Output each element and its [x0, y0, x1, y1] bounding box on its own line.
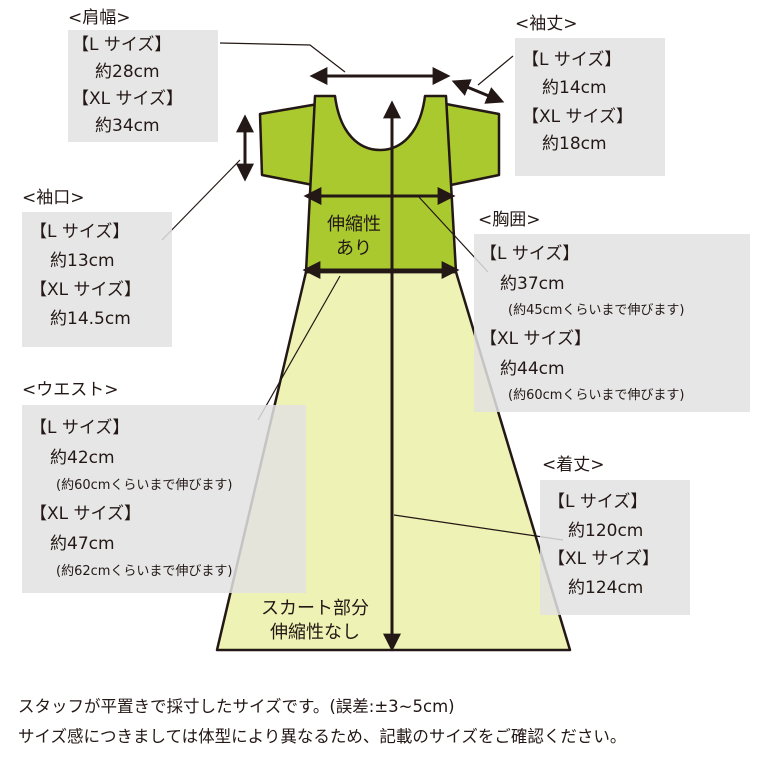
sleeve-length-xl-value: 約18cm — [542, 134, 607, 154]
total-length-l-value: 約120cm — [568, 521, 644, 541]
shoulder-xl-size: 【XL サイズ】 — [72, 89, 184, 109]
cuff-xl-value: 約14.5cm — [50, 309, 131, 329]
cuff-l-size: 【L サイズ】 — [30, 222, 130, 242]
waist-xl-note: (約62cmくらいまで伸びます) — [56, 564, 233, 579]
left-sleeve — [258, 102, 320, 188]
shoulder-title: <肩幅> — [68, 8, 131, 28]
sleeve-length-l-value: 約14cm — [542, 78, 607, 98]
sleeve-length-arrow — [451, 79, 505, 104]
waist-l-size: 【L サイズ】 — [30, 418, 130, 438]
bust-title: <胸囲> — [478, 210, 541, 230]
bodice-stretch-label-line1: 伸縮性 — [327, 214, 381, 235]
skirt-label-line1: スカート部分 — [261, 598, 369, 619]
bodice-stretch-label-line2: あり — [336, 238, 372, 259]
sleeve-leader — [477, 55, 514, 86]
total-length-box — [540, 480, 690, 615]
shoulder-l-value: 約28cm — [95, 62, 160, 82]
bust-l-note: (約45cmくらいまで伸びます) — [508, 303, 685, 318]
skirt-label-line2: 伸縮性なし — [270, 622, 360, 643]
sleeve-length-title: <袖丈> — [515, 14, 578, 34]
waist-l-value: 約42cm — [50, 448, 115, 468]
footnote-line2: サイズ感につきましては体型により異なるため、記載のサイズをご確認ください。 — [18, 727, 627, 746]
sleeve-length-box — [515, 38, 665, 176]
cuff-l-value: 約13cm — [50, 251, 115, 271]
waist-xl-value: 約47cm — [50, 534, 115, 554]
sleeve-length-xl-size: 【XL サイズ】 — [522, 107, 634, 127]
right-sleeve — [444, 102, 501, 188]
bust-l-size: 【L サイズ】 — [480, 244, 580, 264]
cuff-xl-size: 【XL サイズ】 — [30, 280, 142, 300]
cuff-box — [22, 212, 172, 347]
total-length-xl-size: 【XL サイズ】 — [548, 549, 660, 569]
bust-xl-note: (約60cmくらいまで伸びます) — [508, 388, 685, 403]
cuff-title: <袖口> — [22, 188, 85, 208]
bust-l-value: 約37cm — [500, 274, 565, 294]
total-length-title: <着丈> — [542, 455, 605, 475]
length-leader — [393, 514, 564, 541]
waist-box — [22, 405, 306, 593]
bust-xl-size: 【XL サイズ】 — [480, 329, 592, 349]
shoulder-box — [68, 30, 218, 142]
total-length-xl-value: 約124cm — [568, 578, 644, 598]
shoulder-leader — [219, 42, 346, 73]
waist-title: <ウエスト> — [22, 380, 119, 400]
footnote-line1: スタッフが平置きで採寸したサイズです。(誤差:±3~5cm) — [18, 697, 455, 716]
waist-leader — [257, 275, 341, 421]
cuff-leader — [161, 159, 241, 241]
shoulder-xl-value: 約34cm — [95, 116, 160, 136]
shoulder-l-size: 【L サイズ】 — [72, 35, 172, 55]
bust-xl-value: 約44cm — [500, 359, 565, 379]
total-length-l-size: 【L サイズ】 — [548, 492, 648, 512]
waist-l-note: (約60cmくらいまで伸びます) — [56, 478, 233, 493]
waist-xl-size: 【XL サイズ】 — [30, 504, 142, 524]
sleeve-length-l-size: 【L サイズ】 — [522, 50, 622, 70]
bust-box — [474, 234, 750, 412]
